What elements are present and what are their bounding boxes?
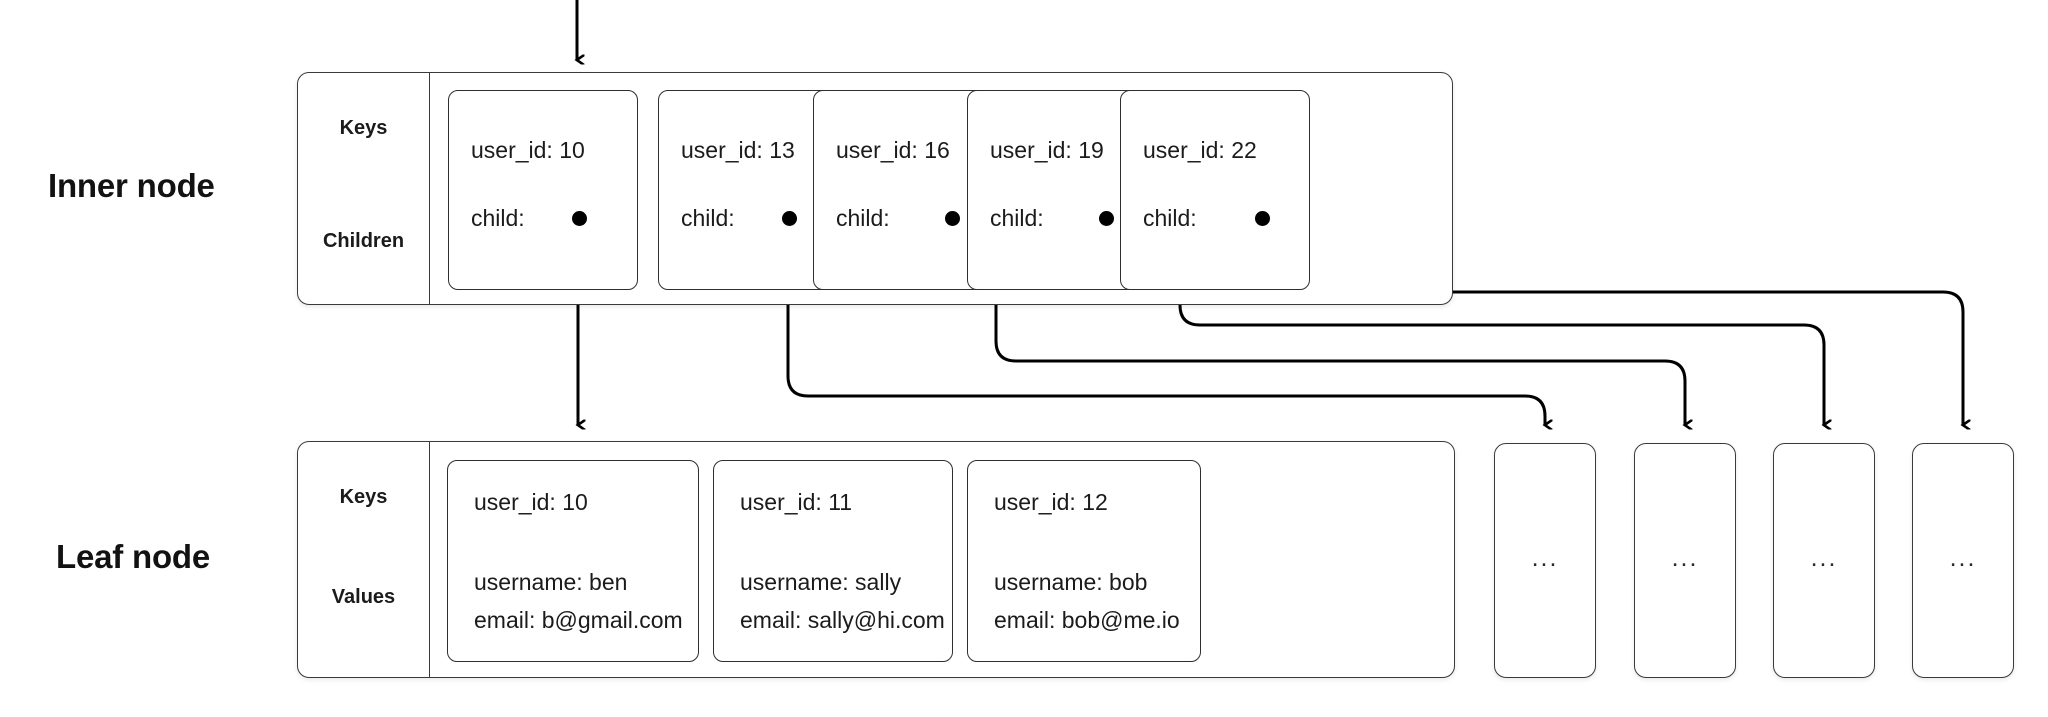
inner-cell-child-label: child: [471,205,525,231]
leaf-cell-email: email: sally@hi.com [740,607,945,633]
leaf-node-keys-caption: Keys [339,486,388,508]
leaf-node-cell[interactable]: user_id: 10 username: ben email: b@gmail… [447,460,699,662]
leaf-cell-username: username: sally [740,569,902,595]
leaf-cell-username: username: ben [474,569,628,595]
leaf-stub-ellipsis: ... [1531,544,1559,572]
leaf-cell-email: email: b@gmail.com [474,607,683,633]
child-pointer-dot-icon[interactable] [1255,211,1270,226]
inner-cell-child-label: child: [1143,205,1197,231]
child-pointer-dot-icon[interactable] [1099,211,1114,226]
leaf-node-cells: user_id: 10 username: ben email: b@gmail… [429,442,1454,677]
leaf-cell-key: user_id: 10 [474,489,588,515]
inner-node-gutter: Keys Children [298,73,430,304]
inner-cell-key: user_id: 22 [1143,137,1257,163]
leaf-stub-ellipsis: ... [1810,544,1838,572]
inner-cell-key: user_id: 19 [990,137,1104,163]
inner-cell-child-label: child: [836,205,890,231]
inner-node-children-caption: Children [322,230,405,252]
leaf-cell-username: username: bob [994,569,1148,595]
inner-cell-key: user_id: 13 [681,137,795,163]
leaf-node-stub[interactable]: ... [1773,443,1875,678]
inner-cell-key: user_id: 16 [836,137,950,163]
inner-node-keys-caption: Keys [339,117,388,139]
child-pointer-dot-icon[interactable] [782,211,797,226]
leaf-cell-email: email: bob@me.io [994,607,1180,633]
leaf-node-row-label: Leaf node [56,538,211,575]
child-pointer-dot-icon[interactable] [945,211,960,226]
inner-node[interactable]: Keys Children user_id: 10 child: user_id… [297,72,1453,305]
leaf-node-cell[interactable]: user_id: 11 username: sally email: sally… [713,460,953,662]
leaf-node-stub[interactable]: ... [1634,443,1736,678]
inner-node-cell[interactable]: user_id: 10 child: [448,90,638,290]
leaf-stub-ellipsis: ... [1949,544,1977,572]
leaf-node-gutter: Keys Values [298,442,430,677]
inner-node-row-label: Inner node [48,167,215,204]
inner-node-cells: user_id: 10 child: user_id: 13 child: us… [429,73,1452,304]
leaf-cell-key: user_id: 11 [740,489,853,515]
inner-cell-child-label: child: [990,205,1044,231]
leaf-stub-ellipsis: ... [1671,544,1699,572]
leaf-cell-key: user_id: 12 [994,489,1108,515]
inner-node-cell[interactable]: user_id: 22 child: [1120,90,1310,290]
inner-cell-key: user_id: 10 [471,137,585,163]
leaf-node-stub[interactable]: ... [1494,443,1596,678]
edge-child-5 [1368,186,1963,425]
leaf-node-stub[interactable]: ... [1912,443,2014,678]
leaf-node-values-caption: Values [331,586,396,608]
leaf-node-cell[interactable]: user_id: 12 username: bob email: bob@me.… [967,460,1201,662]
leaf-node[interactable]: Keys Values user_id: 10 username: ben em… [297,441,1455,678]
child-pointer-dot-icon[interactable] [572,211,587,226]
inner-cell-child-label: child: [681,205,735,231]
